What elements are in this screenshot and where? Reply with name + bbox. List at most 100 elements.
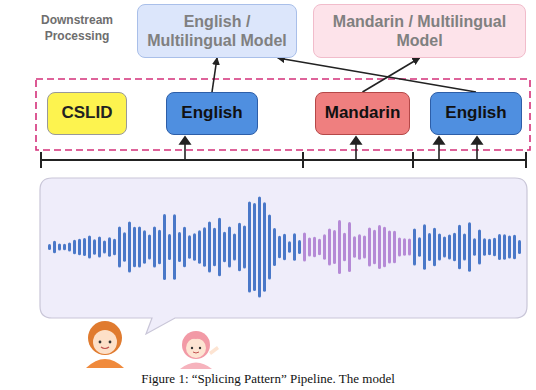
wave-bar	[58, 244, 61, 251]
wave-bar	[338, 220, 341, 274]
up-arrows	[180, 137, 482, 160]
wave-bar	[193, 233, 196, 260]
wave-bar	[413, 229, 416, 266]
wave-bar	[418, 237, 421, 257]
wave-bar	[398, 237, 401, 256]
wave-bar	[163, 214, 166, 280]
wave-bar	[203, 227, 206, 266]
waveform	[48, 197, 521, 298]
wave-bar	[323, 234, 326, 259]
wave-bar	[218, 218, 221, 277]
wave-bar	[478, 230, 481, 265]
wave-bar	[103, 241, 106, 254]
wave-bar	[263, 202, 266, 291]
wave-bar	[383, 227, 386, 268]
wave-bar	[363, 236, 366, 259]
wave-bar	[88, 236, 91, 259]
wave-bar	[438, 233, 441, 260]
node-text: Mandarin / Multilingual Model	[320, 12, 519, 50]
wave-bar	[298, 240, 301, 254]
wave-bar	[93, 239, 96, 255]
wave-bar	[53, 241, 56, 254]
wave-bar	[73, 240, 76, 254]
tick	[302, 152, 304, 168]
tick	[40, 152, 42, 168]
wave-bar	[303, 232, 306, 261]
wave-bar	[353, 236, 356, 257]
wave-bar	[178, 232, 181, 262]
connector-arrow	[278, 58, 476, 92]
wave-bar	[238, 223, 241, 271]
wave-bar	[433, 228, 436, 266]
wave-bar	[268, 214, 271, 279]
wave-bar	[223, 232, 226, 262]
wave-bar	[288, 241, 291, 252]
wave-bar	[368, 227, 371, 266]
wave-bar	[308, 238, 311, 257]
wave-bar	[518, 240, 521, 254]
wave-bar	[273, 228, 276, 266]
model-box: Mandarin / Multilingual Model	[313, 4, 526, 58]
wave-bar	[133, 227, 136, 267]
node-text: English	[445, 103, 506, 123]
wave-bar	[358, 234, 361, 259]
wave-bar	[378, 225, 381, 269]
speech-panel	[40, 178, 527, 334]
wave-bar	[183, 227, 186, 268]
wave-bar	[448, 234, 451, 259]
wave-bar	[258, 197, 261, 298]
wave-bar	[173, 214, 176, 279]
wave-bar	[128, 222, 131, 273]
wave-bar	[443, 237, 446, 258]
wave-bar	[393, 231, 396, 264]
wave-bar	[48, 244, 51, 250]
node-text: English	[181, 103, 242, 123]
speaker-1	[86, 321, 124, 368]
wave-bar	[248, 201, 251, 292]
tick	[525, 152, 527, 168]
wave-bar	[488, 239, 491, 255]
language-box: English	[166, 92, 258, 135]
wave-bar	[63, 244, 66, 251]
wave-bar	[123, 232, 126, 262]
connector-arrow	[212, 58, 217, 92]
wave-bar	[213, 228, 216, 267]
wave-bar	[463, 234, 466, 261]
wave-bar	[458, 225, 461, 270]
wave-bar	[343, 233, 346, 262]
wave-bar	[83, 238, 86, 256]
wave-bar	[118, 227, 121, 268]
tick	[412, 152, 414, 168]
wave-bar	[508, 235, 511, 258]
wave-bar	[208, 221, 211, 272]
wave-bar	[158, 230, 161, 264]
wave-bar	[283, 234, 286, 260]
wave-bar	[388, 231, 391, 264]
wave-bar	[153, 226, 156, 267]
section-label: Downstream Processing	[28, 12, 126, 44]
wave-bar	[473, 238, 476, 255]
wave-bar	[483, 238, 486, 255]
wave-bar	[328, 228, 331, 265]
wave-bar	[318, 239, 321, 255]
node-text: English / Multilingual Model	[144, 12, 290, 50]
speaker-2	[180, 331, 219, 369]
language-box: Mandarin	[315, 92, 410, 135]
wave-bar	[198, 230, 201, 264]
region-dashed	[36, 79, 530, 150]
wave-bar	[428, 233, 431, 261]
wave-bar	[228, 226, 231, 267]
wave-bar	[333, 230, 336, 264]
wave-bar	[278, 236, 281, 259]
wave-bar	[453, 233, 456, 262]
wave-bar	[498, 234, 501, 260]
node-text: CSLID	[62, 103, 113, 123]
wave-bar	[293, 233, 296, 260]
wave-bar	[373, 230, 376, 264]
wave-bar	[148, 235, 151, 260]
cslid-box: CSLID	[47, 92, 127, 135]
figure-caption: Figure 1: “Splicing Pattern” Pipeline. T…	[0, 371, 536, 387]
wave-bar	[423, 224, 426, 270]
